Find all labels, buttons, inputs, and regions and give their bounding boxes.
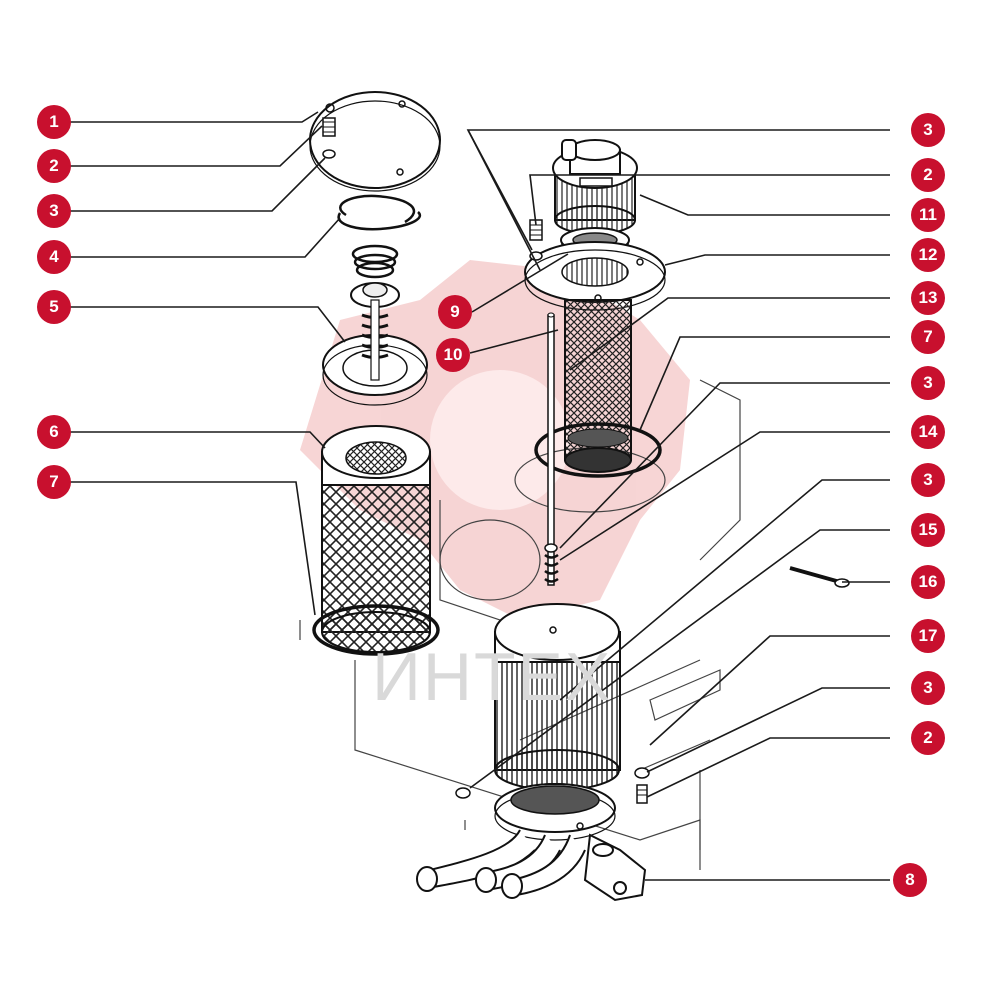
callout-2-right-a: 2	[911, 158, 945, 192]
filter-element-left	[321, 425, 431, 653]
callout-3-right-a: 3	[911, 113, 945, 147]
callout-10: 10	[436, 338, 470, 372]
snap-ring-spring	[337, 194, 421, 279]
callout-8: 8	[893, 863, 927, 897]
callout-9: 9	[438, 295, 472, 329]
filter-cartridge-right	[494, 603, 621, 791]
pin	[789, 566, 850, 588]
callout-15: 15	[911, 513, 945, 547]
leader-lines	[70, 111, 890, 881]
watermark-text: ИНТЕХ	[372, 639, 613, 715]
o-ring-left	[312, 604, 440, 656]
callout-2-left: 2	[37, 149, 71, 183]
washer-bottom-left	[455, 787, 471, 799]
callout-4: 4	[37, 240, 71, 274]
cover-plate	[309, 91, 441, 192]
bottom-valve	[494, 783, 616, 841]
callout-5: 5	[37, 290, 71, 324]
callout-7-right: 7	[911, 320, 945, 354]
callout-13: 13	[911, 281, 945, 315]
callout-3-right-b: 3	[911, 366, 945, 400]
filler-cap	[552, 139, 638, 235]
washer-bottom-right	[634, 767, 650, 779]
callout-3-right-c: 3	[911, 463, 945, 497]
callout-3-left: 3	[37, 194, 71, 228]
callout-16: 16	[911, 565, 945, 599]
callout-12: 12	[911, 238, 945, 272]
valve-assembly	[322, 282, 428, 406]
callout-17: 17	[911, 619, 945, 653]
callout-2-right-b: 2	[911, 721, 945, 755]
o-ring-right	[534, 422, 662, 478]
callout-3-right-d: 3	[911, 671, 945, 705]
callout-14: 14	[911, 415, 945, 449]
bolt-bottom-right	[636, 784, 648, 804]
outlet-manifold	[416, 829, 647, 902]
callout-6: 6	[37, 415, 71, 449]
bolt-right-top	[529, 219, 543, 261]
strainer-basket	[564, 299, 632, 473]
dipstick-rod	[544, 312, 559, 586]
callout-7-left: 7	[37, 465, 71, 499]
callout-1: 1	[37, 105, 71, 139]
callout-11: 11	[911, 198, 945, 232]
bolt-left	[322, 117, 336, 159]
